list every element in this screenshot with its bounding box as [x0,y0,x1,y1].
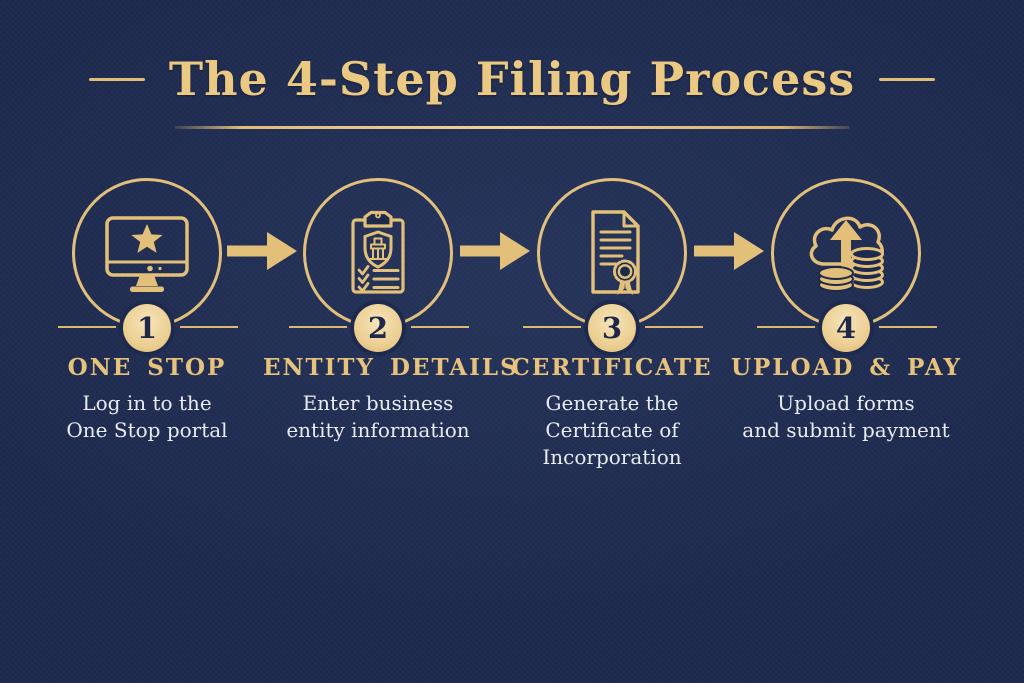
step-4-divider-left [757,326,815,328]
monitor-star-icon [105,216,189,292]
certificate-seal-icon [591,210,640,295]
step-4-label: UPLOAD & PAY [731,354,962,381]
page-title: The 4-Step Filing Process [168,52,856,106]
step-3-description: Generate the Certificate of Incorporatio… [542,391,682,469]
step-2-divider-right [411,326,469,328]
step-3-label: CERTIFICATE [511,354,713,381]
step-1-label: ONE STOP [67,354,227,381]
step-2-number-badge: 2 [354,304,402,352]
step-2-entity-details: 2 ENTITY DETAILS Enter business entity i… [263,178,519,478]
step-1-divider-left [58,326,116,328]
step-3-number-badge: 3 [588,304,636,352]
step-2-divider-left [289,326,347,328]
step-4-upload-pay: 4 UPLOAD & PAY Upload forms and submit p… [731,178,961,478]
header: The 4-Step Filing Process [0,52,1024,106]
clipboard-shield-icon [351,210,405,294]
step-2-label: ENTITY DETAILS [263,354,519,381]
step-3-certificate: 3 CERTIFICATE Generate the Certificate o… [497,178,727,478]
step-4-description: Upload forms and submit payment [742,391,950,442]
cloud-upload-coins-icon [809,216,884,292]
arrow-right-icon [460,232,530,270]
arrow-right-icon [694,232,764,270]
step-3-divider-right [645,326,703,328]
step-3-divider-left [523,326,581,328]
step-2-description: Enter business entity information [286,391,470,442]
step-1-one-stop: 1 ONE STOP Log in to the One Stop portal [32,178,262,478]
arrow-right-icon [227,232,297,270]
title-dash-right [879,77,936,81]
step-1-divider-right [180,326,238,328]
step-1-description: Log in to the One Stop portal [66,391,228,442]
step-4-number-badge: 4 [822,304,870,352]
title-underline [175,126,849,129]
title-dash-left [88,77,145,81]
step-1-number-badge: 1 [123,304,171,352]
step-4-divider-right [879,326,937,328]
